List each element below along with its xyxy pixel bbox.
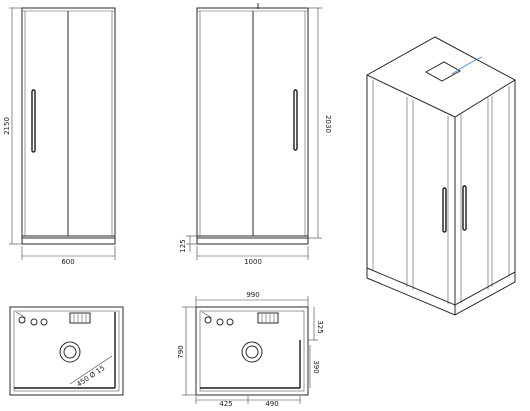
plan-small-outline bbox=[9, 306, 124, 396]
front-elevation-1000: 2030 125 1000 bbox=[179, 3, 332, 266]
iso-left-handle bbox=[442, 187, 447, 233]
elevation-1000-handle bbox=[293, 89, 298, 151]
plan-large-width-label: 990 bbox=[246, 291, 259, 299]
plan-large-control-knob bbox=[216, 318, 224, 326]
plan-large-depth-label: 790 bbox=[177, 345, 185, 358]
iso-cable bbox=[451, 56, 483, 75]
plan-large-waste-outer bbox=[241, 341, 263, 363]
elevation-1000-height-label: 2030 bbox=[324, 115, 332, 133]
isometric-enclosure-view bbox=[365, 36, 517, 316]
elevation-600-tray bbox=[21, 235, 116, 245]
plan-small-waste-outer bbox=[59, 341, 81, 363]
plan-small-control-knob bbox=[30, 318, 38, 326]
elevation-600-handle bbox=[31, 89, 36, 153]
plan-large-offset-label: 325 bbox=[316, 320, 324, 333]
front-elevation-600: 2150 600 bbox=[3, 7, 116, 266]
plan-large-seat bbox=[257, 312, 279, 324]
iso-right-handle bbox=[462, 185, 467, 231]
plan-large-bottom-right-label: 490 bbox=[265, 400, 278, 407]
plan-large-outline bbox=[195, 306, 309, 396]
iso-ceiling-light bbox=[424, 61, 462, 82]
plan-large-bottom-left-label: 425 bbox=[219, 400, 232, 407]
elevation-600-width-label: 600 bbox=[61, 258, 74, 266]
plan-large-waste-inner bbox=[245, 345, 259, 359]
elevation-1000-tray bbox=[196, 235, 309, 245]
iso-top-face bbox=[365, 36, 517, 118]
plan-view-small: 450 Ø 15 bbox=[9, 306, 124, 396]
elevation-1000-frame bbox=[196, 7, 309, 239]
elevation-600-frame bbox=[21, 7, 116, 239]
elevation-1000-tray-label: 125 bbox=[179, 239, 187, 252]
plan-view-large: 990 790 325 390 425 490 bbox=[177, 291, 324, 408]
plan-small-waste-inner bbox=[63, 345, 77, 359]
iso-tray bbox=[366, 267, 516, 316]
plan-large-offset-lower-label: 390 bbox=[312, 360, 320, 373]
plan-small-waste-label: 450 Ø 15 bbox=[75, 364, 106, 389]
elevation-1000-width-label: 1000 bbox=[244, 258, 262, 266]
elevation-600-height-label: 2150 bbox=[3, 117, 11, 135]
plan-small-seat bbox=[69, 312, 91, 324]
